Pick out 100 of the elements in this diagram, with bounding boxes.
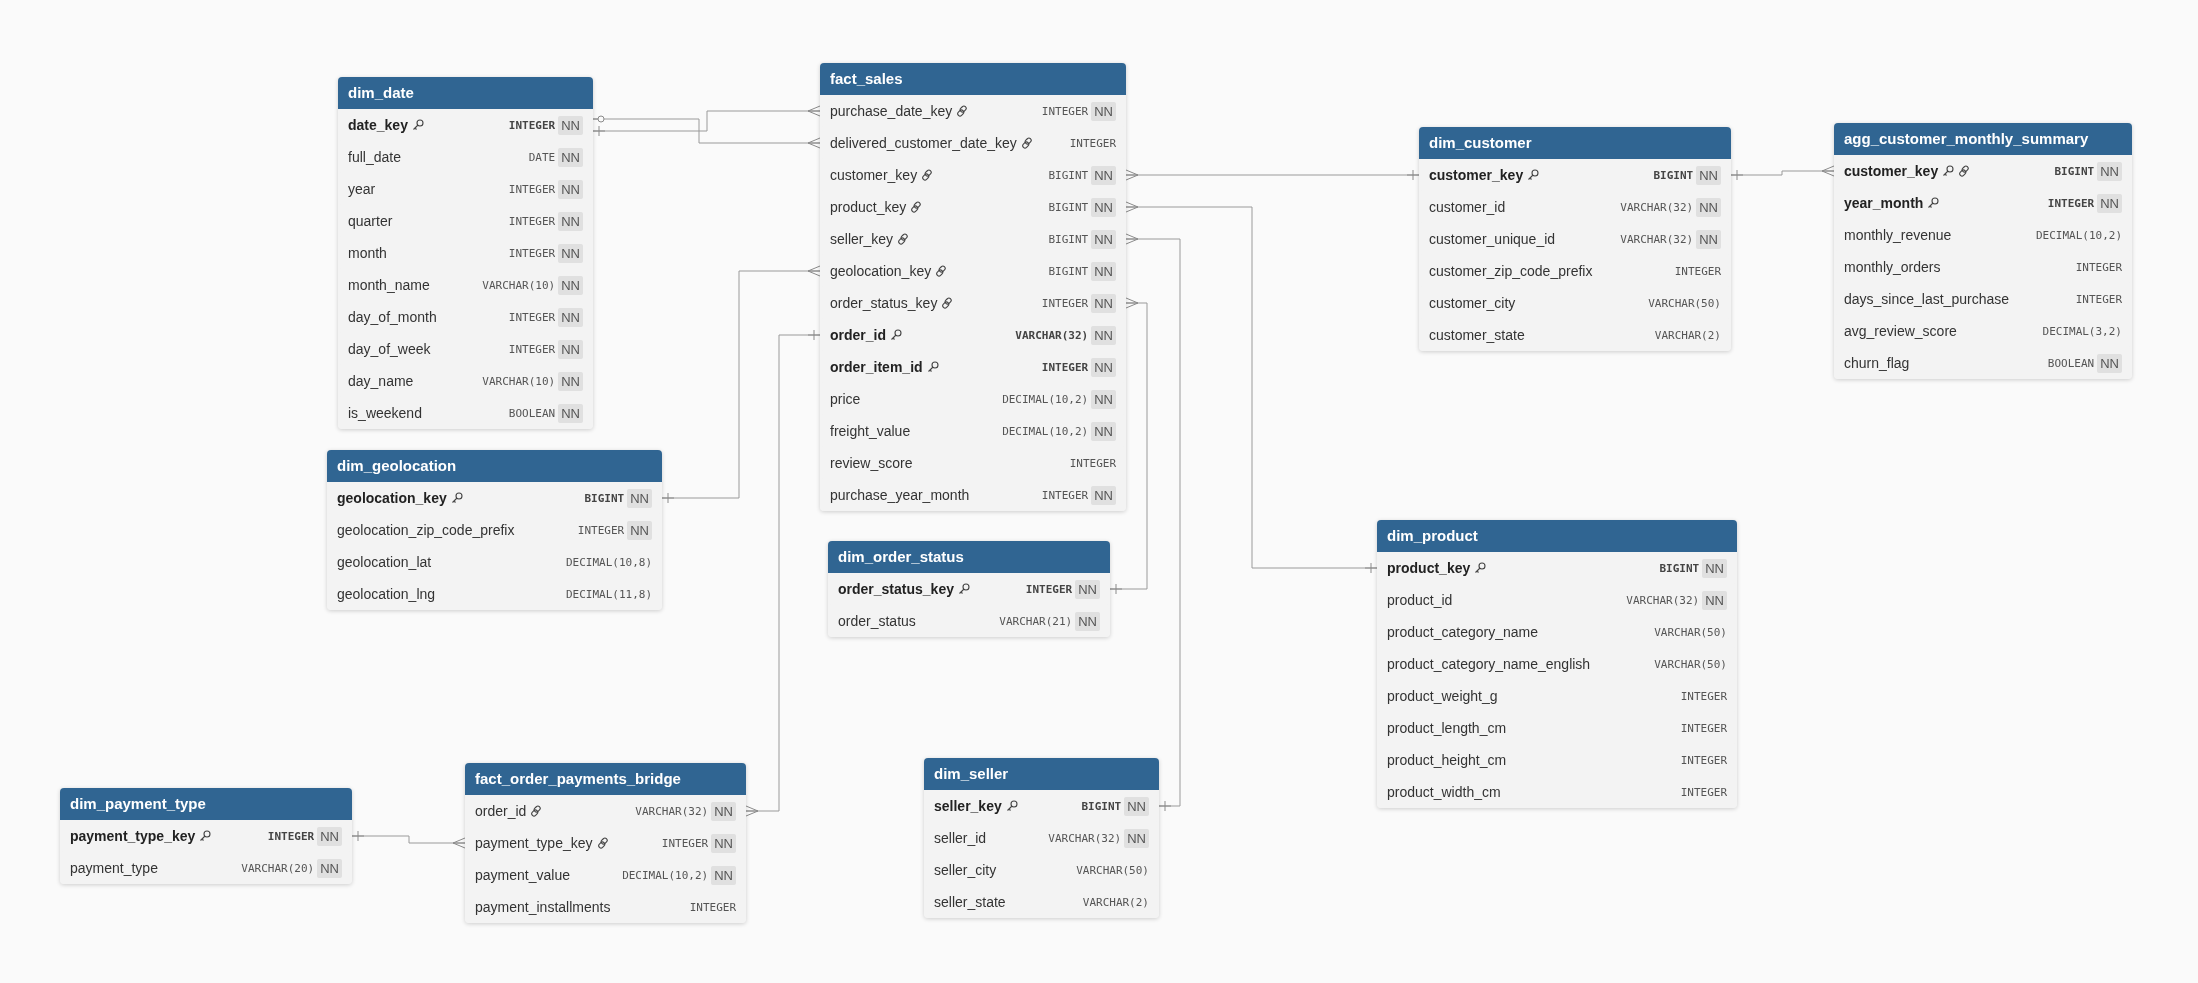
not-null-tag: NN bbox=[558, 371, 583, 391]
column-name: payment_type_key bbox=[70, 828, 196, 844]
data-type: VARCHAR(21) bbox=[999, 614, 1073, 628]
column-row bbox=[924, 790, 1159, 822]
data-type: INTEGER bbox=[1680, 753, 1727, 767]
data-type: INTEGER bbox=[508, 342, 556, 356]
column-name: is_weekend bbox=[348, 405, 422, 421]
data-type: DECIMAL(3,2) bbox=[2042, 324, 2122, 338]
not-null-tag: NN bbox=[558, 307, 583, 327]
not-null-tag: NN bbox=[1091, 101, 1116, 121]
data-type: BIGINT bbox=[1048, 200, 1089, 214]
column-name: days_since_last_purchase bbox=[1844, 291, 2009, 307]
data-type: VARCHAR(2) bbox=[1082, 895, 1149, 909]
table-name: dim_date bbox=[338, 77, 593, 109]
data-type: INTEGER bbox=[1069, 456, 1116, 470]
column-name: date_key bbox=[348, 117, 408, 133]
table-name: dim_customer bbox=[1419, 127, 1731, 159]
not-null-tag: NN bbox=[711, 865, 736, 885]
not-null-tag: NN bbox=[2097, 353, 2122, 373]
column-row bbox=[1834, 155, 2132, 187]
not-null-tag: NN bbox=[1075, 611, 1100, 631]
not-null-tag: NN bbox=[558, 403, 583, 423]
column-name: year bbox=[348, 181, 376, 197]
table-name: fact_sales bbox=[820, 63, 1126, 95]
not-null-tag: NN bbox=[558, 115, 583, 135]
table-name: fact_order_payments_bridge bbox=[465, 763, 746, 795]
not-null-tag: NN bbox=[627, 488, 652, 508]
column-row bbox=[828, 573, 1110, 605]
data-type: INTEGER bbox=[508, 214, 556, 228]
column-row bbox=[465, 795, 746, 827]
table-name: dim_order_status bbox=[828, 541, 1110, 573]
data-type: INTEGER bbox=[508, 182, 556, 196]
column-name: seller_city bbox=[934, 862, 997, 878]
column-name: seller_key bbox=[830, 231, 894, 247]
data-type: DECIMAL(10,2) bbox=[2035, 228, 2122, 242]
relationship-line bbox=[1730, 165, 1835, 181]
data-type: BIGINT bbox=[584, 491, 625, 505]
not-null-tag: NN bbox=[1091, 421, 1116, 441]
not-null-tag: NN bbox=[1091, 357, 1116, 377]
not-null-tag: NN bbox=[627, 520, 652, 540]
column-name: price bbox=[830, 391, 861, 407]
column-name: monthly_revenue bbox=[1844, 227, 1952, 243]
data-type: INTEGER bbox=[1069, 136, 1116, 150]
not-null-tag: NN bbox=[558, 211, 583, 231]
column-name: geolocation_zip_code_prefix bbox=[337, 522, 515, 538]
column-name: month_name bbox=[348, 277, 430, 293]
not-null-tag: NN bbox=[1091, 229, 1116, 249]
data-type: BIGINT bbox=[1659, 561, 1700, 575]
table-name: dim_payment_type bbox=[60, 788, 352, 820]
column-name: product_height_cm bbox=[1387, 752, 1507, 768]
data-type: VARCHAR(32) bbox=[1048, 831, 1122, 845]
column-name: product_category_name bbox=[1387, 624, 1538, 640]
data-type: VARCHAR(10) bbox=[482, 278, 556, 292]
table-card bbox=[1377, 520, 1737, 808]
relationship-line bbox=[1125, 169, 1420, 181]
data-type: VARCHAR(10) bbox=[482, 374, 556, 388]
relationship-line bbox=[1125, 233, 1181, 812]
column-name: monthly_orders bbox=[1844, 259, 1941, 275]
data-type: INTEGER bbox=[661, 836, 709, 850]
column-name: quarter bbox=[348, 213, 393, 229]
data-type: VARCHAR(20) bbox=[241, 861, 315, 875]
column-name: day_of_week bbox=[348, 341, 431, 357]
data-type: DECIMAL(11,8) bbox=[565, 587, 652, 601]
not-null-tag: NN bbox=[1091, 485, 1116, 505]
column-name: product_width_cm bbox=[1387, 784, 1501, 800]
not-null-tag: NN bbox=[2097, 161, 2122, 181]
table-card bbox=[1834, 123, 2132, 379]
relationship-line bbox=[745, 329, 821, 817]
data-type: INTEGER bbox=[508, 246, 556, 260]
column-row bbox=[1377, 552, 1737, 584]
not-null-tag: NN bbox=[1696, 229, 1721, 249]
column-name: order_status bbox=[838, 613, 916, 629]
table-card bbox=[327, 450, 662, 610]
data-type: BIGINT bbox=[1081, 799, 1122, 813]
not-null-tag: NN bbox=[317, 826, 342, 846]
column-name: geolocation_key bbox=[337, 490, 447, 506]
column-name: product_category_name_english bbox=[1387, 656, 1591, 672]
column-name: purchase_year_month bbox=[830, 487, 970, 503]
data-type: VARCHAR(32) bbox=[1620, 200, 1694, 214]
data-type: INTEGER bbox=[2075, 260, 2122, 274]
data-type: VARCHAR(32) bbox=[635, 804, 709, 818]
column-name: product_id bbox=[1387, 592, 1453, 608]
column-name: order_status_key bbox=[830, 295, 938, 311]
data-type: VARCHAR(50) bbox=[1654, 657, 1727, 671]
column-name: order_item_id bbox=[830, 359, 923, 375]
data-type: BIGINT bbox=[2054, 164, 2095, 178]
column-name: day_name bbox=[348, 373, 414, 389]
table-card bbox=[338, 77, 593, 429]
column-row bbox=[828, 605, 1110, 637]
data-type: INTEGER bbox=[1041, 488, 1089, 502]
column-row bbox=[465, 891, 746, 923]
not-null-tag: NN bbox=[1702, 558, 1727, 578]
data-type: INTEGER bbox=[577, 523, 625, 537]
relationship-line bbox=[1109, 297, 1148, 595]
column-name: customer_city bbox=[1429, 295, 1516, 311]
table-name: dim_geolocation bbox=[327, 450, 662, 482]
data-type: BOOLEAN bbox=[2047, 356, 2095, 370]
data-type: INTEGER bbox=[1025, 582, 1073, 596]
column-name: customer_key bbox=[1429, 167, 1524, 183]
data-type: DECIMAL(10,2) bbox=[1002, 392, 1089, 406]
